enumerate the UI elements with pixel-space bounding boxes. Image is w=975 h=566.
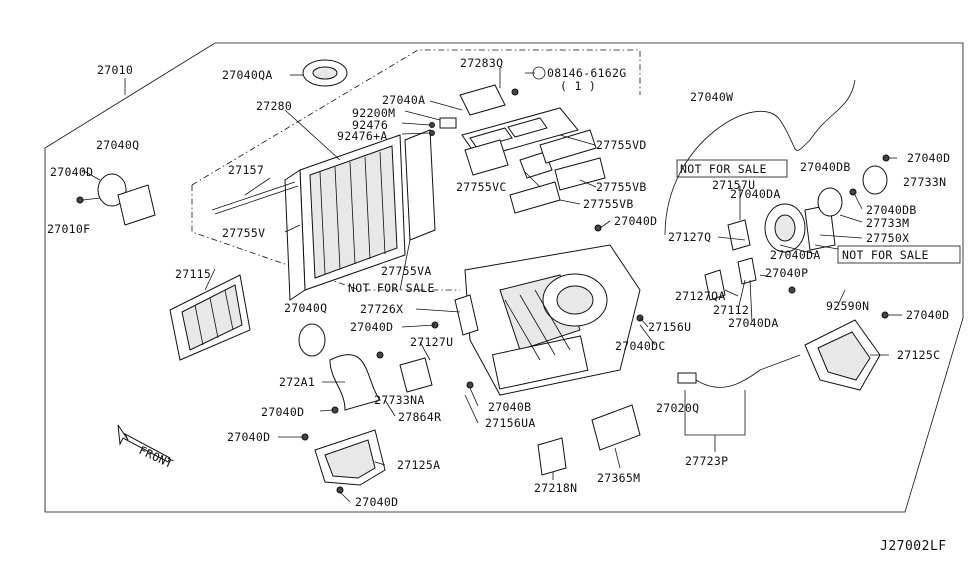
label-nfs-1: NOT FOR SALE	[680, 162, 767, 176]
sensor-wire	[695, 354, 801, 388]
label-27040D-6: 27040D	[261, 405, 304, 419]
label-27040D-1: 27040D	[50, 165, 93, 179]
duct-272A1	[329, 354, 381, 411]
label-27864R: 27864R	[398, 410, 441, 424]
callout-labels: 27010 27040QA 27283Q 08146-6162G ( 1 ) 2…	[47, 56, 950, 509]
blower-motor	[764, 165, 888, 253]
label-27365M: 27365M	[597, 471, 640, 485]
part-92200M	[439, 117, 457, 129]
label-27040QA: 27040QA	[222, 68, 273, 82]
label-27733N: 27733N	[903, 175, 946, 189]
label-27733NA: 27733NA	[374, 393, 425, 407]
label-27040W: 27040W	[690, 90, 733, 104]
label-27755VB-2: 27755VB	[583, 197, 634, 211]
label-27040A: 27040A	[382, 93, 425, 107]
label-27733M: 27733M	[866, 216, 909, 230]
label-27127QA: 27127QA	[675, 289, 726, 303]
label-27040DA-1: 27040DA	[730, 187, 781, 201]
label-27127Q: 27127Q	[668, 230, 711, 244]
label-92200M: 92200M	[352, 106, 395, 120]
group-box-bottom	[191, 185, 460, 291]
label-27040D-3: 27040D	[907, 151, 950, 165]
assembly-frame	[44, 42, 964, 513]
label-27040Q-mid: 27040Q	[284, 301, 327, 315]
label-27115: 27115	[175, 267, 211, 281]
label-nfs-3: NOT FOR SALE	[348, 281, 435, 295]
label-92476: 92476	[352, 118, 388, 132]
label-27040DB-1: 27040DB	[800, 160, 851, 174]
actuator-left	[76, 173, 156, 226]
label-27040D-7: 27040D	[227, 430, 270, 444]
label-27755VC: 27755VC	[456, 180, 507, 194]
label-27280: 27280	[256, 99, 292, 113]
evaporator-core	[211, 129, 436, 301]
filter-set	[461, 107, 606, 214]
hvac-housing	[454, 244, 641, 396]
front-arrow: FRONT	[117, 424, 176, 471]
label-27156U: 27156U	[648, 320, 691, 334]
bracket-27218N	[537, 437, 567, 476]
label-27723P: 27723P	[685, 454, 728, 468]
label-27040DA-2: 27040DA	[770, 248, 821, 262]
label-08146: 08146-6162G	[547, 66, 626, 80]
group-box-top	[191, 49, 641, 186]
label-27218N: 27218N	[534, 481, 577, 495]
actuator-27283Q	[459, 84, 506, 116]
label-27040B: 27040B	[488, 400, 531, 414]
label-27125A: 27125A	[397, 458, 440, 472]
label-27755VB-1: 27755VB	[596, 180, 647, 194]
wire-harness	[664, 79, 856, 236]
label-27040DB-2: 27040DB	[866, 203, 917, 217]
label-27127U: 27127U	[410, 335, 453, 349]
label-27010F: 27010F	[47, 222, 90, 236]
diagram-code: J27002LF	[880, 539, 947, 554]
seal-27040Q	[298, 323, 326, 357]
label-27755V: 27755V	[222, 226, 265, 240]
sensor-27020Q	[677, 372, 697, 384]
label-27755VA: 27755VA	[381, 264, 432, 278]
label-27156UA: 27156UA	[485, 416, 536, 430]
label-27157U: 27157U	[712, 178, 755, 192]
heater-core	[88, 218, 251, 361]
label-27040Q-top: 27040Q	[96, 138, 139, 152]
label-272A1: 272A1	[279, 375, 315, 389]
label-27010: 27010	[97, 63, 133, 77]
label-27755VD: 27755VD	[596, 138, 647, 152]
label-27040P: 27040P	[765, 266, 808, 280]
label-27726X: 27726X	[360, 302, 403, 316]
label-27020Q: 27020Q	[656, 401, 699, 415]
label-27040D-8: 27040D	[355, 495, 398, 509]
label-nfs-2: NOT FOR SALE	[842, 248, 929, 262]
label-27283Q: 27283Q	[460, 56, 503, 70]
nfs-box-1	[676, 159, 788, 178]
label-27040D-2: 27040D	[614, 214, 657, 228]
label-27750X: 27750X	[866, 231, 909, 245]
label-27112: 27112	[713, 303, 749, 317]
label-08146-qty: ( 1 )	[560, 79, 596, 93]
bolt-symbol	[532, 66, 546, 80]
label-27040DA-3: 27040DA	[728, 316, 779, 330]
label-27157: 27157	[228, 163, 264, 177]
label-92590N: 92590N	[826, 299, 869, 313]
motor-27733NA	[399, 357, 433, 393]
label-27040DC: 27040DC	[615, 339, 666, 353]
nfs-box-2	[837, 245, 961, 264]
front-label: FRONT	[137, 443, 176, 471]
pad-27365M	[591, 404, 641, 451]
label-92476A: 92476+A	[337, 129, 388, 143]
label-27040D-4: 27040D	[906, 308, 949, 322]
label-27125C: 27125C	[897, 348, 940, 362]
label-27040D-5: 27040D	[350, 320, 393, 334]
